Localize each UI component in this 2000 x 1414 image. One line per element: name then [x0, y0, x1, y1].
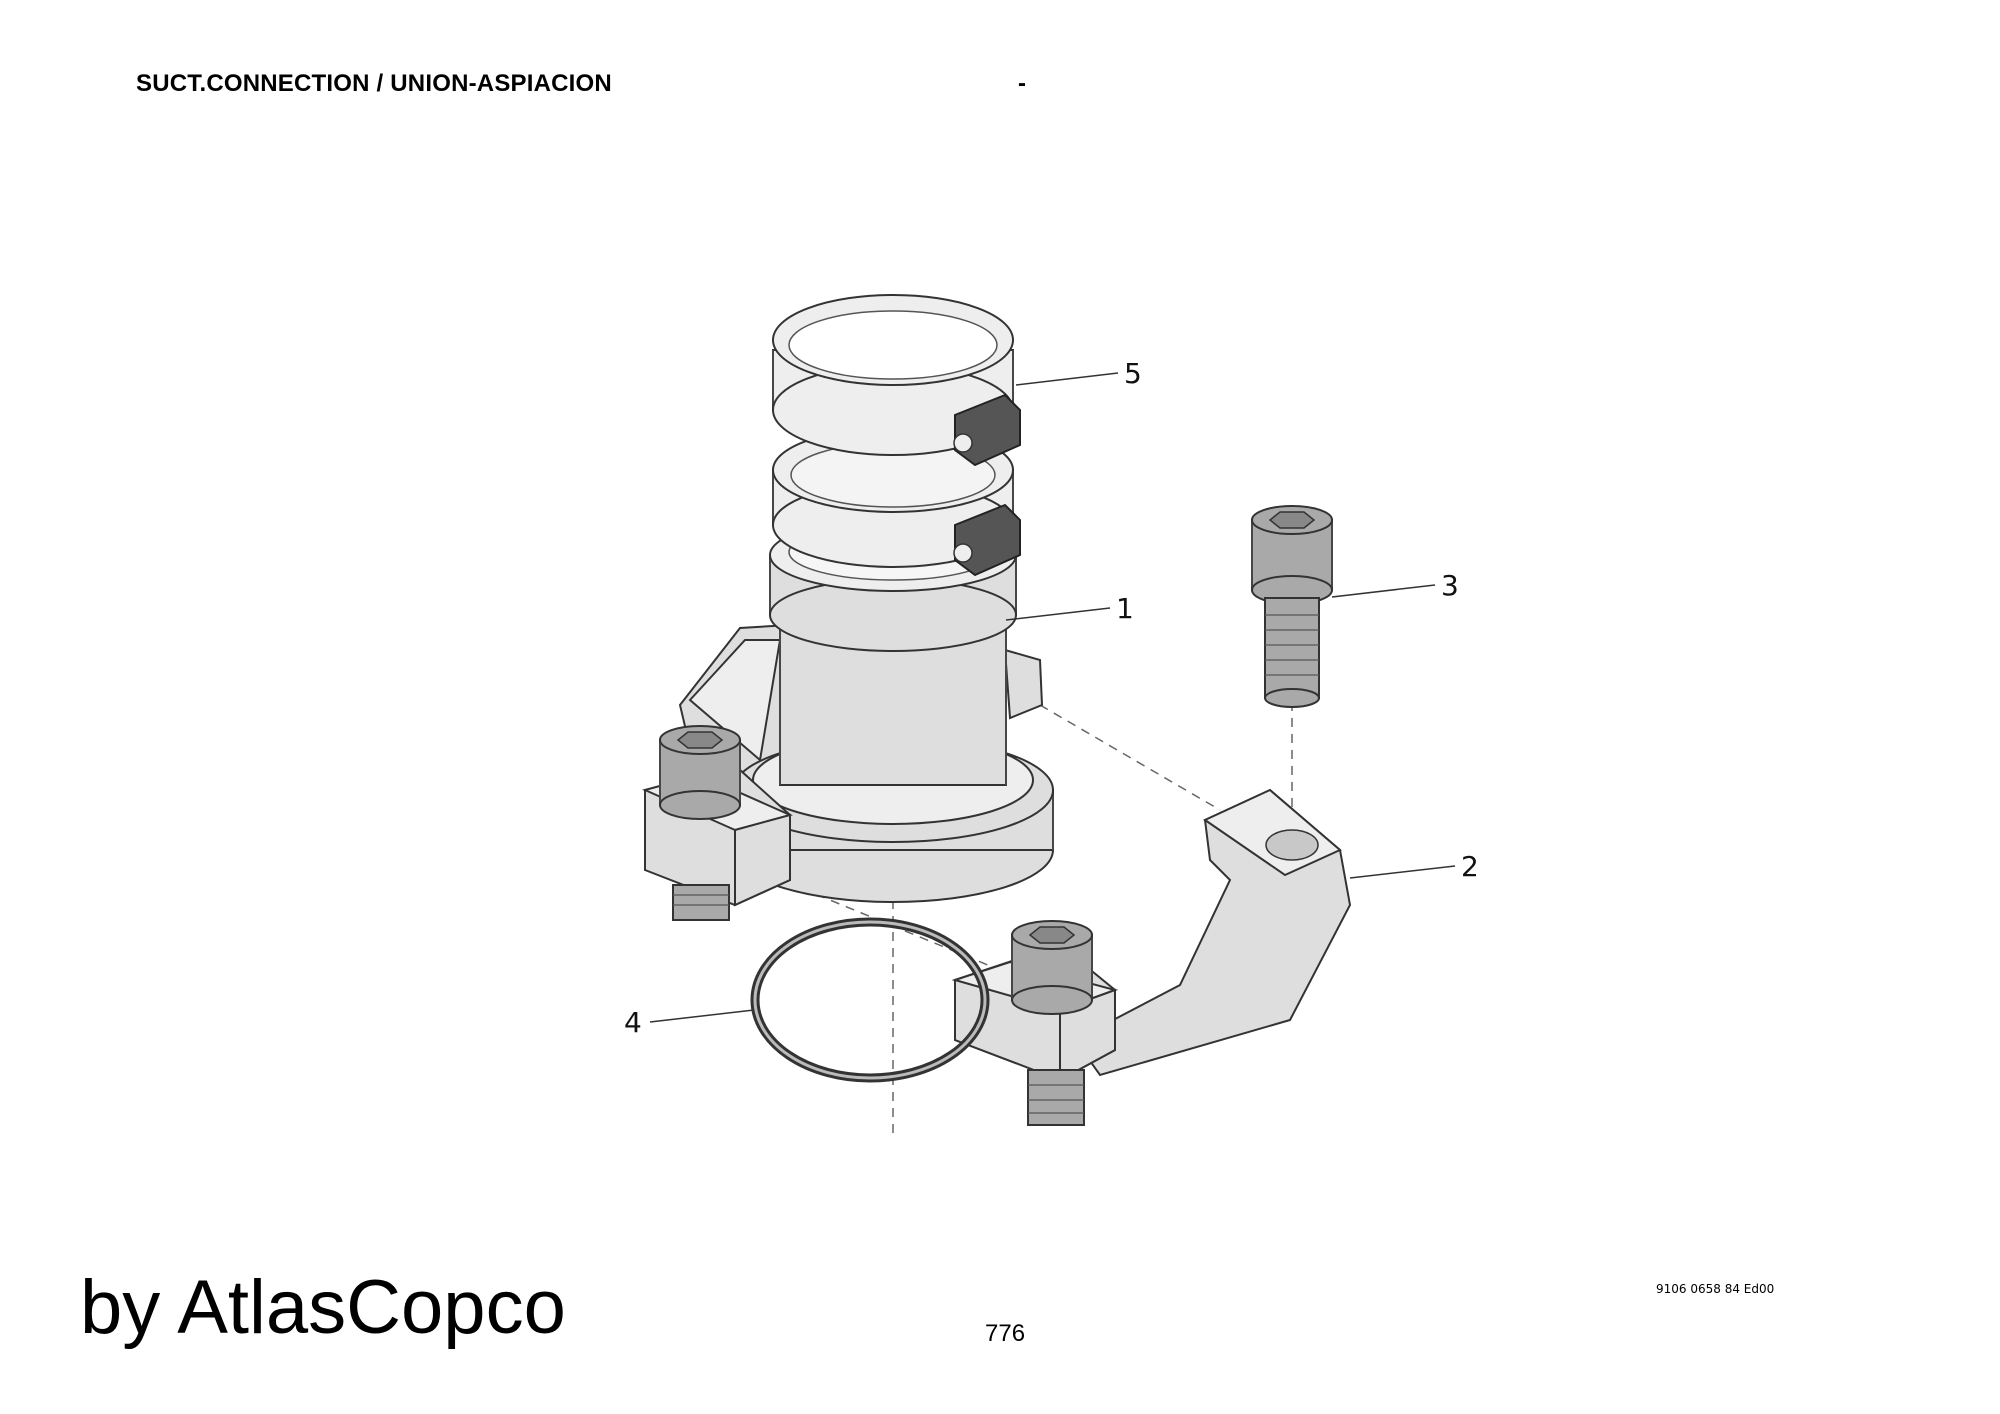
leader-lines — [649, 372, 1456, 1023]
hex-socket-screw-icon — [642, 725, 793, 921]
page-number: 776 — [985, 1320, 1026, 1347]
hex-socket-screw-icon — [1251, 505, 1333, 708]
o-ring-icon — [750, 917, 990, 1083]
brand-watermark: by AtlasCopco — [80, 1265, 566, 1350]
page-title: SUCT.CONNECTION / UNION-ASPIACION — [136, 70, 612, 97]
callout-4: 4 — [624, 1006, 642, 1039]
callout-2: 2 — [1461, 850, 1479, 883]
header-dash: - — [1018, 70, 1026, 97]
half-flange-clamp — [951, 788, 1352, 1126]
callout-3: 3 — [1441, 569, 1459, 602]
callout-5: 5 — [1124, 357, 1142, 390]
document-code: 9106 0658 84 Ed00 — [1656, 1282, 1775, 1296]
callout-1: 1 — [1116, 592, 1134, 625]
pipe-clamp-icon — [772, 294, 1021, 577]
